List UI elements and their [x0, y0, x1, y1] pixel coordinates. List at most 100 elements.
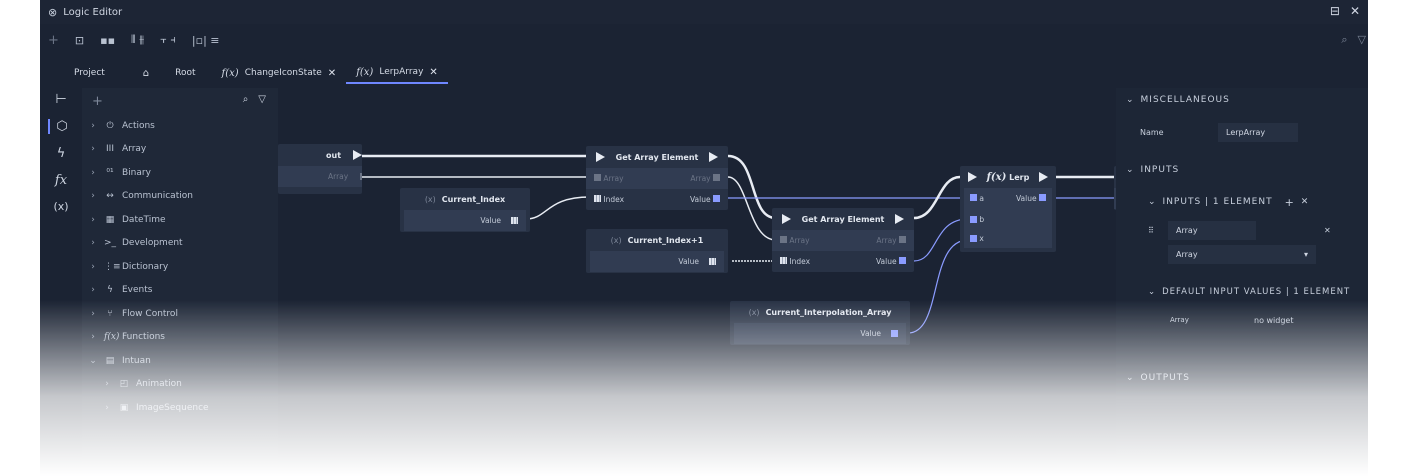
node-header: (x)Current_Index	[400, 188, 530, 210]
item-label: Animation	[136, 379, 182, 390]
index-in-pin[interactable]	[594, 195, 601, 202]
input-type-select[interactable]: Array ▾	[1168, 244, 1316, 264]
lock-icon[interactable]: ⊟	[1329, 4, 1340, 18]
library-item[interactable]: ›⋮≡Dictionary	[82, 255, 278, 279]
chevron-right-icon: ›	[91, 120, 95, 131]
grid-icon[interactable]: ▪▪	[100, 33, 116, 47]
inputs-subsection[interactable]: ⌄ INPUTS | 1 ELEMENT + ✕	[1116, 190, 1368, 214]
filter-icon[interactable]: ▽	[258, 94, 266, 105]
array-in-pin[interactable]	[594, 174, 601, 181]
tab-lerparray[interactable]: f(x)LerpArray✕	[346, 62, 448, 84]
add-icon[interactable]: +	[48, 32, 59, 48]
tab-project[interactable]: Project	[40, 62, 133, 84]
library-item[interactable]: ›↔Communication	[82, 185, 278, 209]
remove-input-icon[interactable]: ✕	[1324, 225, 1331, 235]
hierarchy-icon[interactable]: ⊢	[55, 92, 67, 107]
get-array-element-node[interactable]: Get Array Element Array Array Index Valu…	[772, 208, 914, 272]
library-item[interactable]: ›⏻Actions	[82, 114, 278, 138]
align-left-icon[interactable]: ⫴ ⫵	[131, 33, 145, 46]
exec-out-arrow[interactable]	[353, 150, 363, 160]
cube-icon[interactable]: ⬡	[48, 119, 74, 134]
filter-icon[interactable]: ▽	[1357, 33, 1366, 46]
search-icon[interactable]: ⌕	[242, 94, 249, 105]
function-icon: f(x)	[356, 66, 374, 78]
chevron-down-icon: ⌄	[89, 355, 97, 366]
home-icon: ⌂	[142, 67, 150, 79]
exec-out-arrow[interactable]	[709, 152, 718, 162]
array-out-pin[interactable]	[360, 173, 362, 180]
exec-in-arrow[interactable]	[782, 214, 791, 224]
close-icon[interactable]: ✕	[1349, 4, 1360, 18]
value-out-pin[interactable]	[511, 217, 518, 224]
variable-node-current-index-plus-one[interactable]: (x)Current_Index+1 Value	[586, 229, 728, 273]
exec-out-arrow[interactable]	[1038, 172, 1048, 182]
search-icon[interactable]: ⌕	[1341, 33, 1348, 46]
tab-label: Project	[74, 68, 105, 78]
distribute-h-icon[interactable]: |▫| ≡	[191, 33, 220, 47]
library-header: + ⌕ ▽	[82, 88, 278, 114]
terminal-icon: >_	[104, 238, 117, 249]
drag-handle-icon[interactable]: ⠿	[1148, 225, 1154, 235]
function-icon[interactable]: fx	[54, 173, 68, 188]
tab-root[interactable]: ⌂Root	[133, 62, 206, 84]
pin-label: Index	[603, 195, 625, 204]
b-in-pin[interactable]	[970, 215, 977, 223]
library-item[interactable]: ›▦DateTime	[82, 208, 278, 232]
x-in-pin[interactable]	[970, 235, 977, 242]
import-icon[interactable]: ⊡	[74, 33, 85, 47]
add-icon[interactable]: +	[1284, 195, 1295, 209]
chevron-right-icon: ›	[91, 332, 95, 343]
exec-out-arrow[interactable]	[895, 214, 904, 224]
miscellaneous-section[interactable]: ⌄MISCELLANEOUS	[1116, 88, 1368, 112]
title-bar: ⊗ Logic Editor ⊟ ✕	[40, 0, 1368, 24]
default-value: no widget	[1254, 315, 1294, 325]
name-row: Name LerpArray	[1116, 112, 1368, 152]
chevron-right-icon: ›	[105, 379, 109, 390]
variable-icon[interactable]: (x)	[53, 200, 69, 213]
add-icon[interactable]: +	[92, 93, 103, 109]
function-icon: f(x)	[104, 332, 120, 343]
default-values-section[interactable]: ⌄DEFAULT INPUT VALUES | 1 ELEMENT	[1116, 280, 1368, 304]
library-item[interactable]: ⌄▤Intuan	[82, 349, 278, 373]
lerp-node[interactable]: f(x) Lerp a Value b x	[960, 166, 1056, 252]
variable-node-current-interpolation-array[interactable]: (x)Current_Interpolation_Array Value	[730, 301, 910, 345]
align-top-icon[interactable]: ⫟ ⫞	[160, 33, 176, 46]
array-in-pin[interactable]	[780, 236, 787, 243]
a-in-pin[interactable]	[970, 194, 977, 201]
node-graph-canvas[interactable]: out Array (x)Current_Index Value Get Arr…	[278, 88, 1154, 476]
value-out-pin[interactable]	[713, 195, 720, 202]
close-tab-icon[interactable]: ✕	[429, 66, 438, 78]
name-field[interactable]: LerpArray	[1218, 122, 1298, 142]
get-array-element-node[interactable]: Get Array Element Array Array Index Valu…	[586, 146, 728, 210]
library-item[interactable]: ›⑂Flow Control	[82, 302, 278, 326]
array-out-pin[interactable]	[899, 236, 906, 243]
item-label: Actions	[122, 120, 155, 131]
exec-in-arrow[interactable]	[596, 152, 605, 162]
close-icon[interactable]: ✕	[1300, 197, 1310, 207]
input-name-field[interactable]: Array	[1168, 220, 1256, 240]
value-out-pin[interactable]	[709, 258, 716, 265]
library-item[interactable]: ›▣ImageSequence	[82, 396, 278, 420]
index-in-pin[interactable]	[780, 257, 787, 264]
tab-changeiconstate[interactable]: f(x)ChangeIconState✕	[212, 62, 347, 84]
select-value: Array	[1176, 249, 1198, 259]
library-item[interactable]: ›f(x)Functions	[82, 326, 278, 350]
value-out-pin[interactable]	[1039, 194, 1046, 201]
value-out-pin[interactable]	[899, 257, 906, 264]
pin-label: a	[979, 194, 984, 203]
outputs-section[interactable]: ⌄OUTPUTS	[1116, 366, 1368, 390]
variable-node-current-index[interactable]: (x)Current_Index Value	[400, 188, 530, 232]
exec-in-arrow[interactable]	[968, 172, 977, 182]
array-out-pin[interactable]	[713, 174, 720, 181]
inputs-section[interactable]: ⌄INPUTS	[1116, 158, 1368, 182]
lightning-icon[interactable]: ϟ	[56, 146, 66, 161]
library-item[interactable]: ›>_Development	[82, 232, 278, 256]
input-node[interactable]: out Array	[278, 144, 363, 194]
close-tab-icon[interactable]: ✕	[327, 67, 337, 79]
variable-icon: (x)	[424, 194, 436, 204]
value-out-pin[interactable]	[891, 330, 898, 337]
library-item[interactable]: ›◰Animation	[82, 373, 278, 397]
